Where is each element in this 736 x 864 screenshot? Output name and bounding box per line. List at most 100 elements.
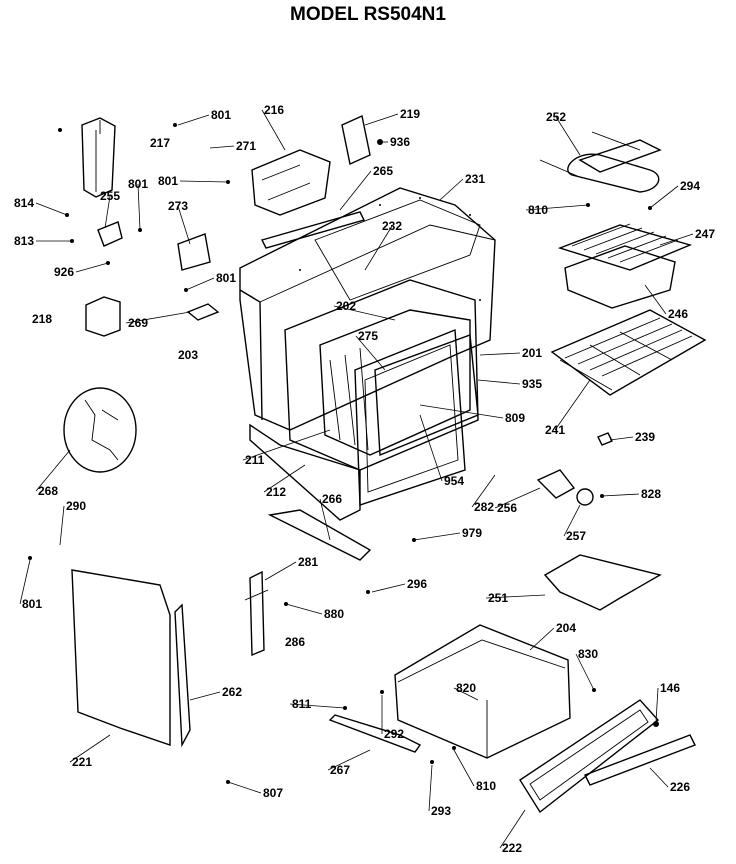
part-label-268: 268 xyxy=(38,484,58,498)
part-label-232: 232 xyxy=(382,219,402,233)
part-label-275: 275 xyxy=(358,329,378,343)
leader-line-271 xyxy=(209,145,235,149)
part-label-251: 251 xyxy=(488,591,508,605)
leader-line-267 xyxy=(327,749,371,771)
bracket-273 xyxy=(177,233,211,271)
leader-line-293 xyxy=(428,764,433,812)
part-label-810: 810 xyxy=(476,779,496,793)
leader-line-294 xyxy=(649,185,679,209)
part-label-239: 239 xyxy=(635,430,655,444)
shield-251 xyxy=(543,554,662,611)
leader-line-265 xyxy=(339,170,372,211)
part-label-219: 219 xyxy=(400,107,420,121)
part-label-255: 255 xyxy=(100,189,120,203)
part-label-218: 218 xyxy=(32,312,52,326)
leader-line-811 xyxy=(289,703,346,709)
part-label-221: 221 xyxy=(72,755,92,769)
part-label-222: 222 xyxy=(502,841,522,855)
leader-line-810 xyxy=(525,204,589,211)
hardware-screws xyxy=(28,123,659,784)
part-label-265: 265 xyxy=(373,164,393,178)
bracket-255 xyxy=(97,221,123,247)
leader-line-239 xyxy=(609,436,634,441)
wire-harness-268 xyxy=(63,387,137,473)
leader-line-801 xyxy=(185,277,215,291)
part-label-247: 247 xyxy=(695,227,715,241)
leader-line-269 xyxy=(125,311,191,324)
part-label-217: 217 xyxy=(150,136,170,150)
part-label-281: 281 xyxy=(298,555,318,569)
leader-line-216 xyxy=(261,109,286,151)
leader-line-281 xyxy=(264,561,297,581)
trim-262 xyxy=(174,603,191,748)
part-label-256: 256 xyxy=(497,501,517,515)
part-label-290: 290 xyxy=(66,499,86,513)
part-label-828: 828 xyxy=(641,487,661,501)
leader-line-251 xyxy=(485,594,546,599)
cap-239 xyxy=(597,432,613,446)
door-frame xyxy=(354,328,466,506)
part-label-211: 211 xyxy=(245,453,265,467)
leader-line-801 xyxy=(179,180,229,183)
part-label-954: 954 xyxy=(444,474,464,488)
leader-line-212 xyxy=(263,464,306,493)
leader-line-275 xyxy=(355,335,386,371)
part-label-936: 936 xyxy=(390,135,410,149)
leader-line-252 xyxy=(555,116,581,156)
rail-226 xyxy=(584,734,696,786)
hinge-281 xyxy=(244,570,269,657)
leader-line-222 xyxy=(499,809,526,849)
leader-line-231 xyxy=(439,178,464,201)
model-title: MODEL RS504N1 xyxy=(290,4,446,25)
part-label-814: 814 xyxy=(14,196,34,210)
part-label-212: 212 xyxy=(266,485,286,499)
leader-line-809 xyxy=(419,404,504,419)
part-label-294: 294 xyxy=(680,179,700,193)
part-label-282: 282 xyxy=(474,500,494,514)
leader-line-202 xyxy=(333,305,396,321)
part-label-286: 286 xyxy=(285,635,305,649)
part-label-801: 801 xyxy=(158,174,178,188)
side-panel-221 xyxy=(71,569,171,746)
leader-line-801 xyxy=(19,559,31,605)
side-bracket xyxy=(81,117,116,198)
leader-line-256 xyxy=(494,487,541,509)
part-label-203: 203 xyxy=(178,348,198,362)
leader-line-266 xyxy=(319,498,331,541)
leader-line-296 xyxy=(371,583,406,593)
part-label-252: 252 xyxy=(546,110,566,124)
leader-line-241 xyxy=(554,379,591,431)
leader-line-979 xyxy=(413,532,461,541)
part-label-216: 216 xyxy=(264,103,284,117)
leader-line-211 xyxy=(242,429,331,461)
part-label-809: 809 xyxy=(505,411,525,425)
leader-line-880 xyxy=(285,603,323,615)
bracket-269 xyxy=(186,303,220,321)
leader-line-201 xyxy=(479,352,521,356)
part-label-269: 269 xyxy=(128,316,148,330)
part-label-257: 257 xyxy=(566,529,586,543)
part-label-811: 811 xyxy=(292,697,312,711)
part-label-231: 231 xyxy=(465,172,485,186)
part-label-979: 979 xyxy=(462,526,482,540)
part-label-813: 813 xyxy=(14,234,34,248)
part-label-801: 801 xyxy=(211,108,231,122)
leader-line-282 xyxy=(471,474,496,508)
drawer-front-222 xyxy=(519,699,660,814)
part-label-296: 296 xyxy=(407,577,427,591)
rail-267 xyxy=(328,714,422,753)
leader-line-146 xyxy=(655,687,659,723)
broiler-pan-246 xyxy=(564,245,676,309)
leader-line-246 xyxy=(644,284,667,315)
bracket-218 xyxy=(85,296,121,337)
part-label-241: 241 xyxy=(545,423,565,437)
leader-line-273 xyxy=(177,205,191,245)
leader-line-935 xyxy=(477,379,521,385)
leader-line-290 xyxy=(59,505,65,546)
leader-line-954 xyxy=(419,414,443,482)
part-label-262: 262 xyxy=(222,685,242,699)
base-212 xyxy=(249,423,361,521)
leader-line-926 xyxy=(75,262,109,273)
